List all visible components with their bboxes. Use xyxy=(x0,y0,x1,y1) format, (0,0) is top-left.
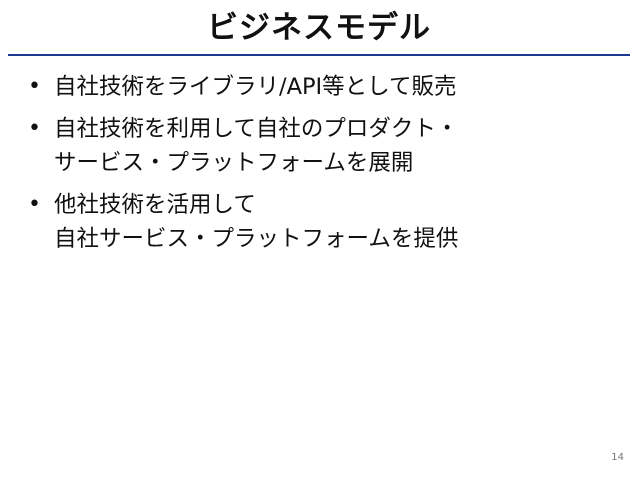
bullet-dot: • xyxy=(28,74,41,99)
bullet-item: • 自社技術を利用して自社のプロダクト・ サービス・プラットフォームを展開 xyxy=(28,112,628,180)
bullet-item: • 他社技術を活用して 自社サービス・プラットフォームを提供 xyxy=(28,188,628,256)
bullet-text-line: 自社サービス・プラットフォームを提供 xyxy=(54,226,459,252)
page-number: 14 xyxy=(611,452,624,463)
bullet-dot: • xyxy=(28,192,41,217)
title-divider xyxy=(8,54,630,56)
bullet-dot: • xyxy=(28,116,41,141)
bullet-text-line: 他社技術を活用して xyxy=(54,192,256,218)
bullet-list: • 自社技術をライブラリ/API等として販売 • 自社技術を利用して自社のプロダ… xyxy=(28,70,628,264)
bullet-text-line: 自社技術を利用して自社のプロダクト・ xyxy=(54,116,459,142)
slide-title: ビジネスモデル xyxy=(207,10,431,46)
bullet-text-line: サービス・プラットフォームを展開 xyxy=(54,150,414,176)
bullet-item: • 自社技術をライブラリ/API等として販売 xyxy=(28,70,628,104)
bullet-text-line: 自社技術をライブラリ/API等として販売 xyxy=(54,74,457,100)
